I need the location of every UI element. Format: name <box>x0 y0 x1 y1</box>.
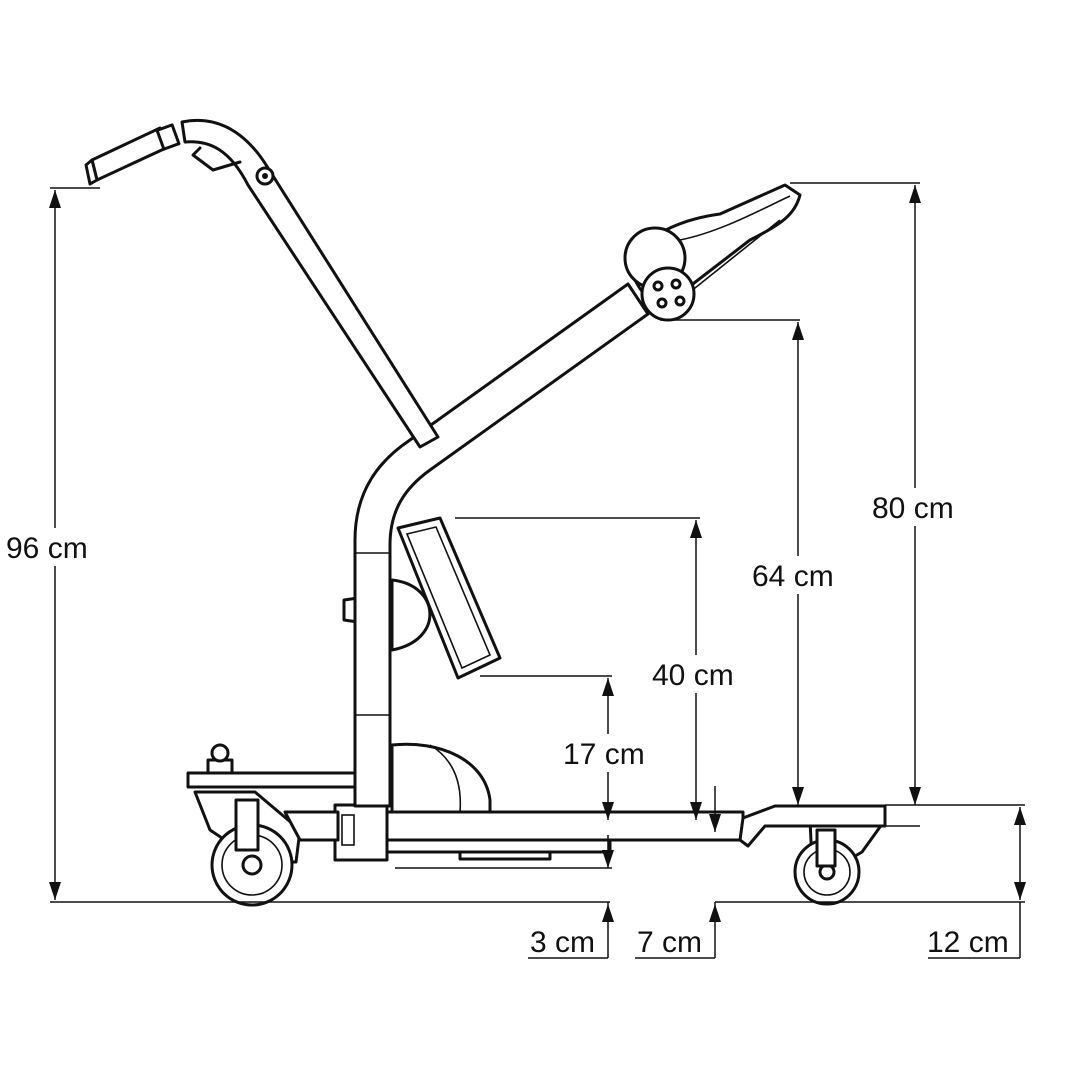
label-shin-pad-top: 40 cm <box>652 659 734 692</box>
push-handle <box>84 118 440 449</box>
label-total-height: 96 cm <box>6 532 88 565</box>
knee-support <box>623 183 802 322</box>
base-chassis <box>283 803 745 862</box>
dimension-lines <box>49 182 1026 959</box>
label-shin-pad-bottom: 17 cm <box>563 738 645 771</box>
label-knee-pad-height: 80 cm <box>872 492 954 525</box>
dimension-footplate-height <box>635 786 1025 959</box>
main-column <box>353 282 650 808</box>
shin-pad <box>396 516 502 680</box>
front-wheel <box>793 818 887 906</box>
label-ground-clearance: 3 cm <box>530 926 595 959</box>
label-footplate-height: 7 cm <box>637 926 702 959</box>
patient-lift-drawing <box>84 118 887 907</box>
motor-housing <box>342 578 492 814</box>
dimension-labels: 96 cm 80 cm 64 cm 40 cm 17 cm 3 cm 7 cm … <box>2 488 1009 959</box>
label-knee-pad-bottom: 64 cm <box>752 560 834 593</box>
rear-wheel <box>193 790 302 907</box>
label-base-height: 12 cm <box>927 926 1009 959</box>
dimension-base-height <box>885 804 1026 959</box>
rear-caster-plate <box>186 743 372 789</box>
dimension-ground-clearance <box>395 835 614 959</box>
footplate <box>738 804 887 848</box>
